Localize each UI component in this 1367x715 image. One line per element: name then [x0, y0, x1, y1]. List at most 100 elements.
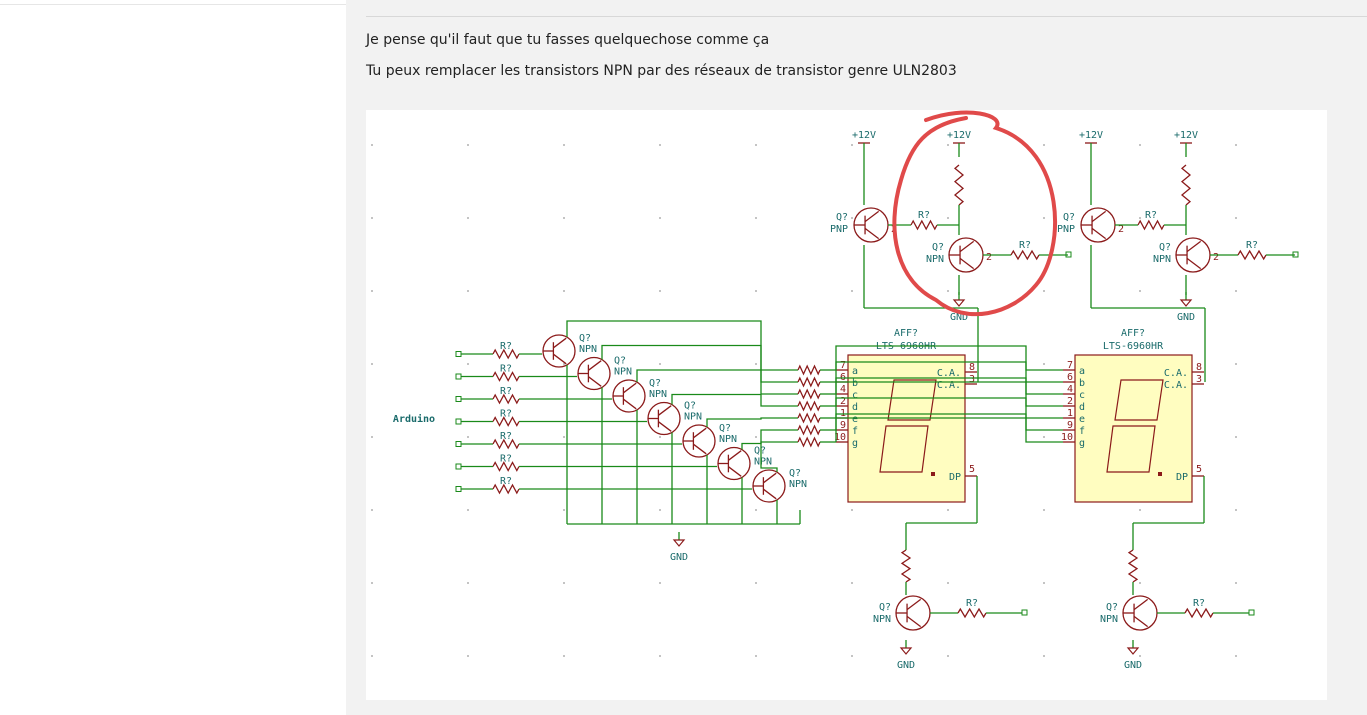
- grid-dot: [371, 290, 373, 292]
- arduino-input-pad: [455, 396, 462, 402]
- grid-dot: [755, 363, 757, 365]
- transistor-emitter: [864, 227, 880, 240]
- pnp-label-type: PNP: [830, 224, 848, 235]
- dp-base-resistor-ref: R?: [1193, 598, 1205, 609]
- segment-npn-transistor: [577, 356, 611, 391]
- dp-npn-label-type: NPN: [873, 614, 891, 625]
- decimal-point: [931, 472, 935, 476]
- grid-dot: [947, 582, 949, 584]
- transistor-emitter: [693, 443, 707, 455]
- segment-letter-a: a: [852, 366, 858, 377]
- segment-q-type: NPN: [754, 457, 772, 468]
- segment-letter-c: c: [1079, 390, 1085, 401]
- grid-dot: [851, 144, 853, 146]
- dp-resistor: [900, 549, 912, 583]
- segment-resistor: [797, 436, 821, 448]
- arduino-input-pad: [455, 463, 462, 470]
- input-resistor-ref: R?: [500, 454, 512, 465]
- transistor-emitter: [1133, 615, 1149, 628]
- grid-dot: [371, 655, 373, 657]
- pnp-transistor: [1080, 207, 1116, 243]
- transistor-emitter: [658, 421, 672, 432]
- supply-npn: [953, 142, 965, 157]
- pnp-label-ref: Q?: [1063, 212, 1075, 223]
- grid-dot: [1139, 582, 1141, 584]
- grid-dot: [371, 436, 373, 438]
- segment-npn-transistor: [612, 379, 646, 413]
- arduino-label: Arduino: [393, 413, 435, 425]
- segment-pin-2: 2: [1067, 396, 1073, 407]
- pull-up-resistor: [953, 164, 965, 206]
- grid-dot: [1235, 363, 1237, 365]
- grid-dot: [1235, 509, 1237, 511]
- grid-dot: [755, 582, 757, 584]
- segment-letter-d: d: [852, 402, 858, 413]
- dp-label: DP: [1176, 472, 1188, 483]
- pnp-base-resistor-ref: R?: [918, 210, 930, 221]
- grid-dot: [659, 363, 661, 365]
- gnd-triangle: [672, 539, 686, 547]
- gnd-label: GND: [1124, 660, 1142, 671]
- input-resistor: [492, 416, 520, 427]
- grid-dot: [851, 290, 853, 292]
- segment-letter-f: f: [1079, 426, 1085, 437]
- transistor-collector: [906, 598, 922, 611]
- dp-base-resistor: [1184, 607, 1214, 619]
- ca-label: C.A.: [1164, 368, 1188, 379]
- grid-dot: [371, 582, 373, 584]
- transistor-collector: [763, 472, 777, 484]
- annotation-circle: [892, 110, 1058, 317]
- transistor-collector: [588, 360, 602, 371]
- grid-dot: [947, 655, 949, 657]
- segment-q-ref: Q?: [789, 468, 801, 479]
- input-resistor-ref: R?: [500, 386, 512, 397]
- grid-dot: [563, 217, 565, 219]
- wire-collector: [566, 320, 798, 371]
- grid-dot: [755, 436, 757, 438]
- grid-dot: [563, 582, 565, 584]
- segment-q-ref: Q?: [649, 378, 661, 389]
- grid-dot: [659, 144, 661, 146]
- grid-dot: [659, 655, 661, 657]
- grid-dot: [1139, 655, 1141, 657]
- grid-dot: [563, 363, 565, 365]
- gnd-drivers: [672, 532, 686, 547]
- grid-dot: [1043, 144, 1045, 146]
- segment-bottom: [879, 425, 929, 473]
- segment-q-type: NPN: [789, 479, 807, 490]
- grid-dot: [563, 436, 565, 438]
- pnp-base-resistor: [1137, 219, 1165, 231]
- grid-dot: [947, 290, 949, 292]
- dp-input-pad: [1021, 609, 1028, 616]
- input-resistor: [492, 438, 520, 450]
- grid-dot: [1235, 655, 1237, 657]
- post-body: Je pense qu'il faut que tu fasses quelqu…: [346, 0, 1367, 715]
- segment-pin-4: 4: [1067, 384, 1073, 395]
- transistor-emitter: [553, 353, 567, 365]
- npn-base-resistor-ref: R?: [1019, 240, 1031, 251]
- dp-npn-label-ref: Q?: [1106, 602, 1118, 613]
- pnp-label-type: PNP: [1057, 224, 1075, 235]
- transistor-collector: [1133, 598, 1149, 611]
- left-panel: [0, 0, 346, 715]
- grid-dot: [467, 436, 469, 438]
- segment-bus: [835, 361, 1063, 383]
- grid-dot: [659, 582, 661, 584]
- segment-pin-9: 9: [840, 420, 846, 431]
- transistor-emitter: [906, 615, 922, 628]
- transistor-emitter: [728, 466, 742, 477]
- grid-dot: [1043, 509, 1045, 511]
- segment-letter-c: c: [852, 390, 858, 401]
- transistor-emitter: [623, 398, 637, 410]
- gnd-dp: [899, 640, 913, 655]
- segment-q-type: NPN: [649, 389, 667, 400]
- segment-resistor: [797, 400, 821, 412]
- grid-dot: [467, 290, 469, 292]
- segment-resistor: [797, 376, 821, 388]
- arduino-input-pad: [455, 351, 462, 357]
- arduino-input-pad: [455, 373, 462, 380]
- segment-letter-e: e: [852, 414, 858, 425]
- segment-pin-7: 7: [840, 360, 846, 371]
